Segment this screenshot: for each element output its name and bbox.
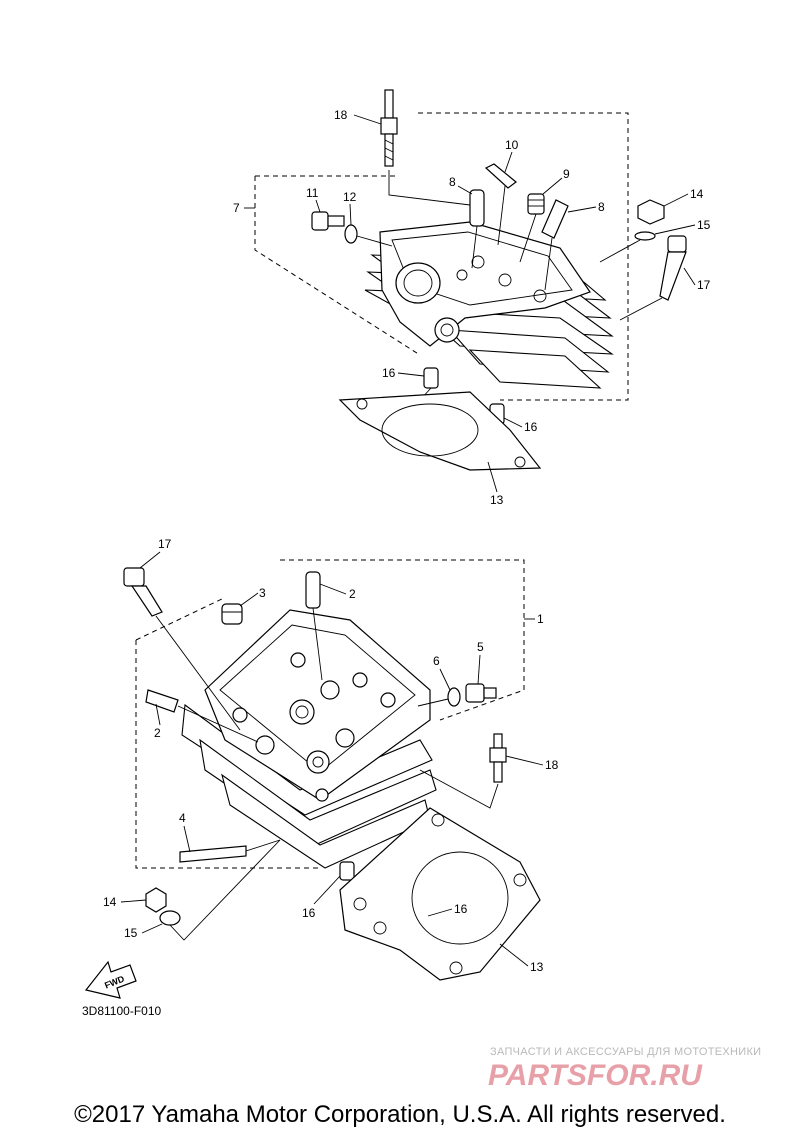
lower-plug-3 [221,603,243,625]
callout-upper-10: 10 [505,138,519,152]
lower-head-gasket [339,807,541,981]
callout-lower-18: 18 [545,758,559,772]
callout-upper-18: 18 [334,108,348,122]
lower-washer-15 [159,910,181,926]
upper-callouts: 18 10 9 8 8 7 11 12 14 15 17 16 16 13 [233,108,711,507]
lower-bolt-17 [123,567,163,617]
callout-upper-16b: 16 [524,420,538,434]
callout-lower-5: 5 [477,640,484,654]
lower-nut-14 [145,887,167,913]
callout-lower-16a: 16 [302,906,316,920]
callout-upper-9: 9 [563,167,570,181]
upper-plug [527,193,545,215]
callout-lower-3: 3 [259,586,266,600]
upper-dowel-16-left [423,367,439,389]
lower-spark-plug [489,733,507,783]
upper-group-boundary [254,112,629,401]
callout-lower-13: 13 [530,960,544,974]
callout-lower-2a: 2 [349,587,356,601]
lower-cooling-fins [181,703,437,869]
lower-head-port-center [289,699,315,725]
callout-upper-7: 7 [233,201,240,215]
diagram-code: 3D81100-F010 [82,1004,162,1018]
upper-assembly [254,89,687,471]
upper-guide-right [541,199,569,239]
upper-bolt-11 [311,211,345,231]
watermark-logo: PARTSFOR.RU [488,1059,703,1092]
lower-callouts: 17 3 2 1 5 6 2 18 4 14 15 16 16 13 [103,537,559,974]
upper-bolt-17 [659,235,687,301]
upper-head-spark-boss [434,317,460,343]
callout-upper-15: 15 [697,218,711,232]
lower-guide-2-left [145,689,179,713]
lower-washer-6 [447,687,461,707]
callout-lower-4: 4 [179,811,186,825]
lower-assembly [123,559,541,981]
lower-group-boundary [135,559,525,869]
copyright-notice: ©2017 Yamaha Motor Corporation, U.S.A. A… [74,1101,726,1128]
callout-upper-12: 12 [343,190,357,204]
upper-guide-left [469,189,485,227]
upper-nut-14 [637,199,665,225]
callout-upper-14: 14 [690,187,704,201]
lower-bolt-5 [465,683,497,703]
callout-upper-8b: 8 [598,200,605,214]
upper-washer-12 [344,224,358,244]
fwd-arrow-icon: FWD [84,960,137,999]
callout-lower-15: 15 [124,926,138,940]
callout-upper-13: 13 [490,493,504,507]
upper-head-gasket [338,391,542,471]
upper-head-port [395,262,441,304]
lower-stud-4 [179,845,247,863]
lower-head-top-face [219,624,416,773]
callout-upper-16a: 16 [382,366,396,380]
callout-lower-1: 1 [537,612,544,626]
watermark-caption: ЗАПЧАСТИ И АКСЕССУАРЫ ДЛЯ МОТОТЕХНИКИ [490,1046,762,1058]
callout-lower-14: 14 [103,895,117,909]
callout-upper-8a: 8 [449,175,456,189]
callout-upper-11: 11 [306,186,319,200]
callout-upper-17: 17 [697,278,711,292]
upper-spark-plug [380,89,398,167]
callout-lower-17: 17 [158,537,172,551]
callout-lower-16b: 16 [454,902,468,916]
upper-washer-15 [634,231,656,241]
lower-guide-2-top [305,571,321,609]
callout-lower-6: 6 [433,654,440,668]
callout-lower-2b: 2 [154,726,161,740]
upper-stud [484,163,517,189]
lower-dowel-16-left [339,861,355,881]
watermark-logo-text: PARTSFOR.RU [488,1059,703,1092]
